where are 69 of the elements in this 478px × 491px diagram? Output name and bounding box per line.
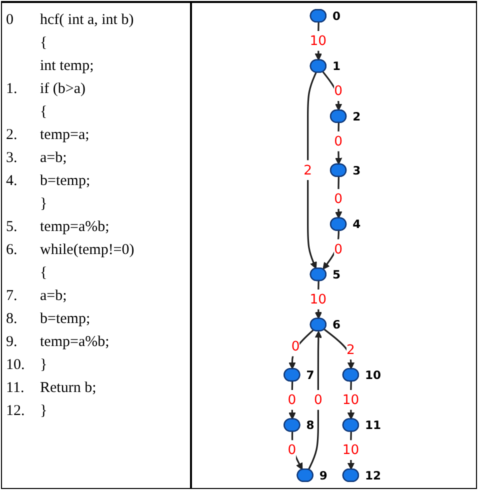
node-number: 6 <box>332 318 340 332</box>
line-number: 8. <box>6 310 18 329</box>
node-number: 7 <box>306 368 314 382</box>
node-number: 2 <box>352 109 361 124</box>
code-line: } <box>40 195 48 214</box>
node-number: 8 <box>306 418 314 432</box>
edge-label: 0 <box>334 190 342 206</box>
arrow <box>334 176 342 219</box>
code-line: Return b; <box>40 379 96 398</box>
node-number: 5 <box>332 267 340 282</box>
node-number: 4 <box>352 217 361 232</box>
line-number: 1. <box>6 80 18 99</box>
arrow <box>314 22 322 61</box>
edge-label: 10 <box>342 442 360 458</box>
code-line: temp=a%b; <box>40 218 110 237</box>
line-number: 2. <box>6 126 18 145</box>
line-number: 3. <box>6 149 18 168</box>
edge-label: 0 <box>291 338 300 354</box>
code-line: { <box>40 34 48 53</box>
node-number: 3 <box>352 163 361 178</box>
code-line: b=temp; <box>40 172 90 191</box>
code-line: temp=a%b; <box>40 333 110 352</box>
code-line: { <box>40 103 48 122</box>
node-number: 1 <box>332 59 340 74</box>
edge-label: 10 <box>310 291 327 307</box>
arrow <box>347 381 355 420</box>
line-number: 10. <box>6 356 26 375</box>
edge-label: 0 <box>288 442 296 458</box>
edge-label: 2 <box>346 341 355 358</box>
edge-label: 0 <box>314 392 322 408</box>
arrow <box>322 71 342 111</box>
edge-label: 0 <box>334 82 342 99</box>
edge-label: 0 <box>288 392 296 408</box>
edge-label: 10 <box>342 392 360 408</box>
code-line: hcf( int a, int b) <box>40 11 134 30</box>
line-number: 6. <box>6 241 18 260</box>
arrow <box>307 72 317 269</box>
line-number: 9. <box>6 333 18 352</box>
node-number: 9 <box>319 468 328 482</box>
code-line: { <box>40 264 48 283</box>
code-line: int temp; <box>40 57 94 76</box>
edge-label: 0 <box>334 240 342 257</box>
line-number: 0 <box>6 11 14 30</box>
arrow <box>314 280 322 320</box>
code-line: if (b>a) <box>40 80 86 99</box>
code-line: b=temp; <box>40 310 90 329</box>
code-line: a=b; <box>40 149 67 168</box>
edge-label: 0 <box>334 133 342 149</box>
arrow <box>308 330 322 470</box>
line-number: 7. <box>6 287 18 306</box>
code-line: while(temp!=0) <box>40 241 134 260</box>
arrow <box>324 328 355 370</box>
node-number: 12 <box>365 468 382 482</box>
edge-label: 2 <box>304 162 312 178</box>
arrow <box>334 122 342 165</box>
code-line: } <box>40 402 48 421</box>
line-number: 11. <box>6 379 26 398</box>
code-line: } <box>40 356 48 375</box>
arrow <box>288 329 314 370</box>
line-number: 5. <box>6 218 18 237</box>
node-number: 10 <box>365 368 382 382</box>
node-number: 0 <box>332 8 340 23</box>
line-number: 4. <box>6 172 18 191</box>
code-line: temp=a; <box>40 126 90 145</box>
arrow <box>347 432 355 470</box>
line-number: 12. <box>6 402 26 421</box>
code-line: a=b; <box>40 287 67 306</box>
edge-label: 10 <box>310 32 327 48</box>
node-number: 11 <box>365 418 382 432</box>
